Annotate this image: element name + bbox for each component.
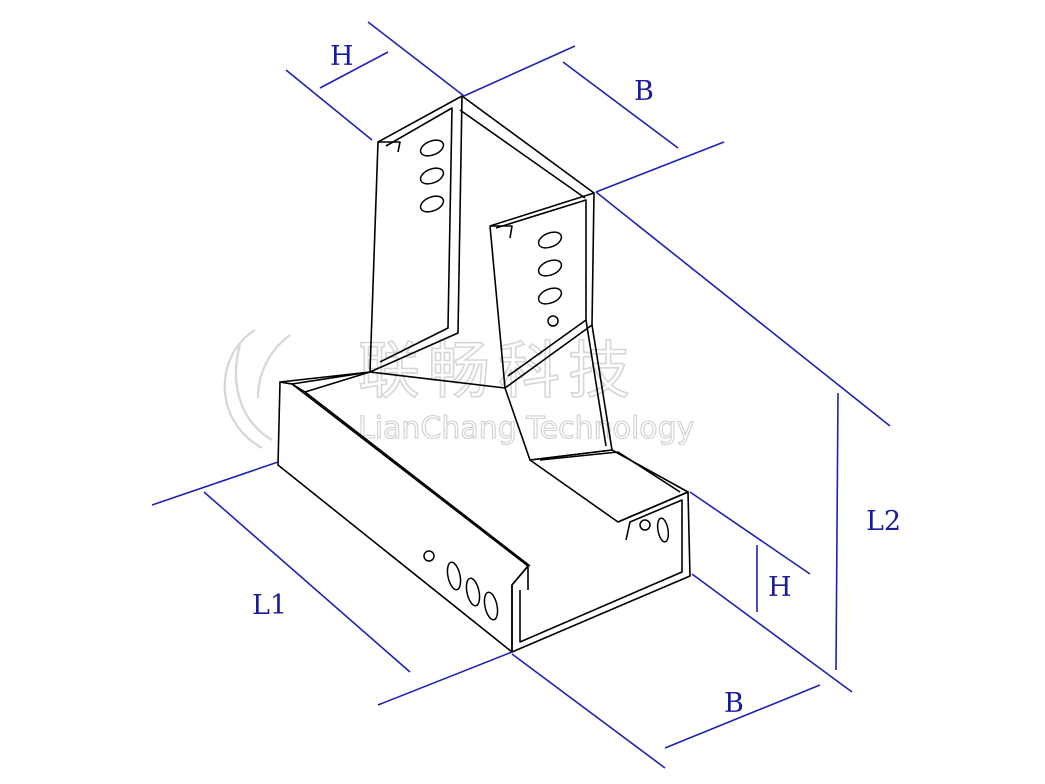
slot-hole (537, 259, 563, 277)
slot-hole (419, 139, 445, 157)
label-l2: L2 (866, 506, 901, 537)
slot-hole (537, 231, 563, 249)
slot-hole (656, 517, 670, 543)
round-hole (423, 550, 435, 562)
vertical-outer-wall (369, 95, 463, 373)
label-b-top: B (634, 76, 654, 107)
vertical-wall-notch (378, 141, 401, 153)
h-top-extension-1 (285, 69, 373, 141)
mounting-slots (419, 139, 670, 621)
watermark-chinese: 联畅科技 (358, 334, 638, 407)
round-hole (639, 519, 651, 531)
label-h-right: H (768, 572, 792, 603)
h-top-dimension (319, 51, 389, 89)
watermark-logo (223, 329, 291, 449)
b-top-dimension (562, 61, 679, 149)
slot-hole (537, 287, 563, 305)
horizontal-far-wall (529, 449, 689, 523)
vertical-outer-wall-inner-edge (379, 107, 453, 363)
l1-extension-top (151, 461, 279, 506)
h-right-extension (689, 491, 811, 575)
vertical-back-rim (459, 95, 595, 199)
bend-floor-line (369, 371, 506, 389)
slot-hole (483, 591, 499, 621)
slot-hole (419, 195, 445, 213)
dimension-labels: H B L2 H L1 B (252, 41, 901, 719)
slot-hole (446, 561, 462, 591)
b-top-extension-2 (595, 141, 725, 193)
label-l1: L1 (252, 590, 287, 621)
watermark-english: LianChang Technology (358, 411, 694, 446)
slot-hole (465, 577, 481, 607)
b-bottom-extension-2 (511, 653, 666, 769)
l2-extension-top (595, 191, 891, 427)
horizontal-far-wall-edge (539, 451, 681, 493)
end-opening-inner (519, 499, 683, 643)
watermark: 联畅科技 LianChang Technology (223, 329, 695, 449)
l1-dimension (203, 491, 411, 673)
b-bottom-extension (691, 573, 853, 693)
vertical-inner-wall-notch (490, 225, 513, 239)
h-top-extension-2 (367, 21, 465, 97)
b-top-extension (463, 45, 576, 97)
bend-outer-corner (279, 371, 371, 385)
bend-inner-wall-edge (585, 319, 607, 447)
end-opening (511, 491, 691, 653)
l2-dimension (835, 392, 839, 671)
vertical-inner-wall-edge (495, 199, 587, 377)
l1-extension-bottom (377, 651, 513, 706)
label-h-top: H (330, 41, 354, 72)
round-hole (547, 315, 559, 327)
floor-edge (291, 371, 531, 567)
slot-hole (419, 167, 445, 185)
b-bottom-dimension (664, 684, 821, 749)
dimension-lines (151, 21, 891, 769)
tray-body (277, 95, 691, 653)
label-b-bottom: B (724, 688, 744, 719)
